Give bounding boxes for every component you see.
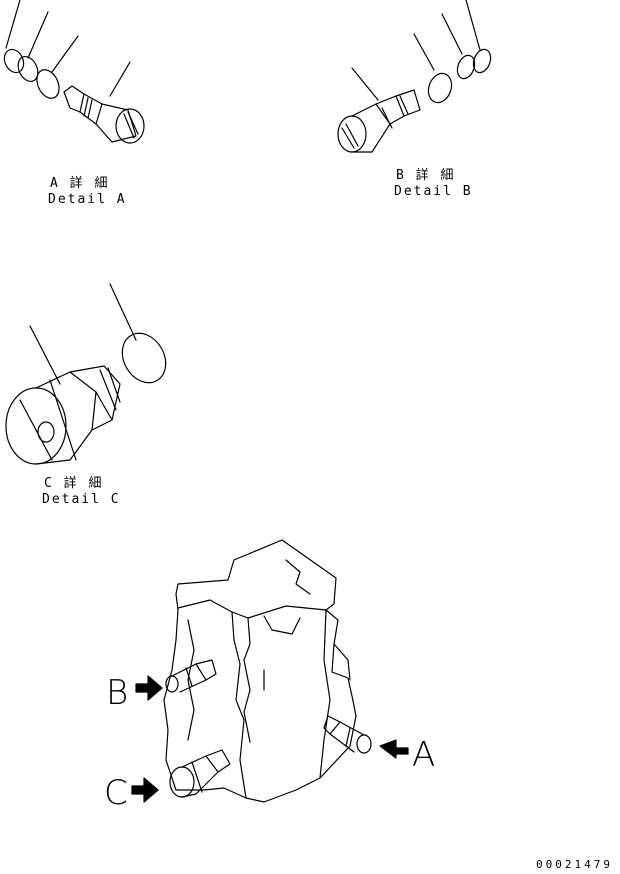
o-ring-icon (17, 56, 39, 82)
detail-a-label-jp: A 詳 細 (50, 176, 110, 191)
detail-b-label-jp: B 詳 細 (396, 168, 456, 183)
detail-c-label-en: Detail C (42, 492, 121, 507)
arrow-a-icon (379, 739, 409, 759)
callout-c-letter: C (104, 773, 128, 813)
cartridge-b-icon (165, 659, 217, 693)
callout-b-letter: B (106, 673, 129, 713)
o-ring-icon (427, 72, 453, 104)
o-ring-icon (456, 54, 476, 80)
o-ring-icon (472, 48, 492, 74)
relief-valve-icon (5, 365, 121, 465)
o-ring-icon (121, 332, 167, 384)
drawing-number: 00021479 (536, 858, 613, 871)
cartridge-a-icon (323, 715, 372, 754)
valve-cartridge-icon (63, 85, 145, 144)
detail-a-label-en: Detail A (48, 192, 127, 207)
detail-a-group (3, 0, 145, 144)
valve-block-icon (163, 539, 357, 803)
detail-c-group (5, 283, 167, 465)
detail-b-label-en: Detail B (394, 184, 473, 199)
arrow-c-icon (131, 777, 159, 803)
detail-b-group (337, 0, 492, 153)
o-ring-icon (3, 48, 25, 74)
detail-c-label-jp: C 詳 細 (44, 476, 104, 491)
o-ring-icon (36, 69, 60, 99)
valve-cartridge-icon (337, 89, 421, 153)
arrow-b-icon (135, 675, 163, 701)
callout-a-letter: A (412, 735, 436, 775)
cartridge-c-icon (169, 749, 231, 798)
